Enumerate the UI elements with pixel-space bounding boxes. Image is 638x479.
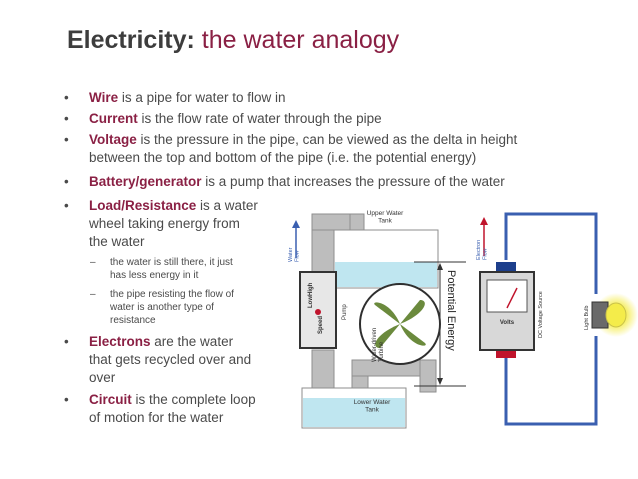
sub-dash: – <box>90 257 96 268</box>
bullet-text: is a pump that increases the pressure of… <box>201 174 505 189</box>
sub-line3: resistance <box>110 315 156 326</box>
bullet-text-line2: of motion for the water <box>89 410 224 425</box>
pump-high-label: High <box>308 282 314 296</box>
volts-label: Volts <box>500 320 515 326</box>
water-flow-arrow: WaterFlow <box>288 220 300 262</box>
water-flow-label: WaterFlow <box>288 247 300 262</box>
pump-low-label: Low <box>308 296 314 308</box>
sub-dash: – <box>90 289 96 300</box>
bullet-dot: • <box>64 198 69 213</box>
circuit-wires <box>504 212 598 426</box>
bullet-text-line3: over <box>89 370 116 385</box>
bullet-term: Load/Resistance <box>89 198 197 213</box>
bullet-text: is a water <box>196 198 258 213</box>
light-bulb-label: Light Bulb <box>584 306 590 330</box>
bullet-dot: • <box>64 111 69 126</box>
bullet-text: are the water <box>150 334 234 349</box>
sub-line2: has less energy in it <box>110 270 199 281</box>
bullet-text: is the flow rate of water through the pi… <box>137 111 382 126</box>
bullet-text: is the pressure in the pipe, can be view… <box>136 132 518 147</box>
turbine: Water-drivenTurbine <box>359 283 441 365</box>
volt-needle <box>506 287 518 309</box>
bullet-text-line2: that gets recycled over and <box>89 352 252 367</box>
bullet-term: Battery/generator <box>89 174 202 189</box>
potential-energy-bracket: Potential Energy <box>414 261 466 387</box>
bullet-dot: • <box>64 174 69 189</box>
electron-flow-arrow: ElectronFlow <box>476 217 488 260</box>
dc-voltage-source: Volts DC Voltage Source <box>479 262 544 358</box>
page-title: Electricity: the water analogy <box>67 26 399 55</box>
pump: Low High Speed Pump <box>299 271 348 349</box>
pump-speed-dot <box>315 309 321 315</box>
bullet-dot: • <box>64 392 69 407</box>
bullet-text-line3: the water <box>89 234 145 249</box>
bullet-text-line2: between the top and bottom of the pipe (… <box>89 150 477 165</box>
sub-line2: water is another type of <box>110 302 214 313</box>
title-rest: the water analogy <box>194 26 400 54</box>
bullet-term: Current <box>89 111 138 126</box>
bullet-text: is a pipe for water to flow in <box>118 90 286 105</box>
pump-label: Pump <box>342 304 348 320</box>
bullet-dot: • <box>64 334 69 349</box>
sub-line1: the pipe resisting the flow of <box>110 289 234 300</box>
light-bulb: Light Bulb <box>584 293 638 337</box>
bullet-dot: • <box>64 132 69 147</box>
bullet-text: is the complete loop <box>131 392 256 407</box>
turbine-label: Water-drivenTurbine <box>372 328 385 362</box>
bullet-term: Voltage <box>89 132 137 147</box>
potential-energy-label: Potential Energy <box>445 270 457 351</box>
pump-speed-label: Speed <box>318 316 324 334</box>
bullet-dot: • <box>64 90 69 105</box>
bullet-term: Wire <box>89 90 119 105</box>
dc-source-label: DC Voltage Source <box>538 291 544 338</box>
bullet-term: Electrons <box>89 334 151 349</box>
sub-line1: the water is still there, it just <box>110 257 233 268</box>
bullet-text-line2: wheel taking energy from <box>89 216 240 231</box>
title-bold: Electricity: <box>67 26 195 54</box>
bullet-term: Circuit <box>89 392 132 407</box>
electron-flow-label: ElectronFlow <box>476 240 488 260</box>
